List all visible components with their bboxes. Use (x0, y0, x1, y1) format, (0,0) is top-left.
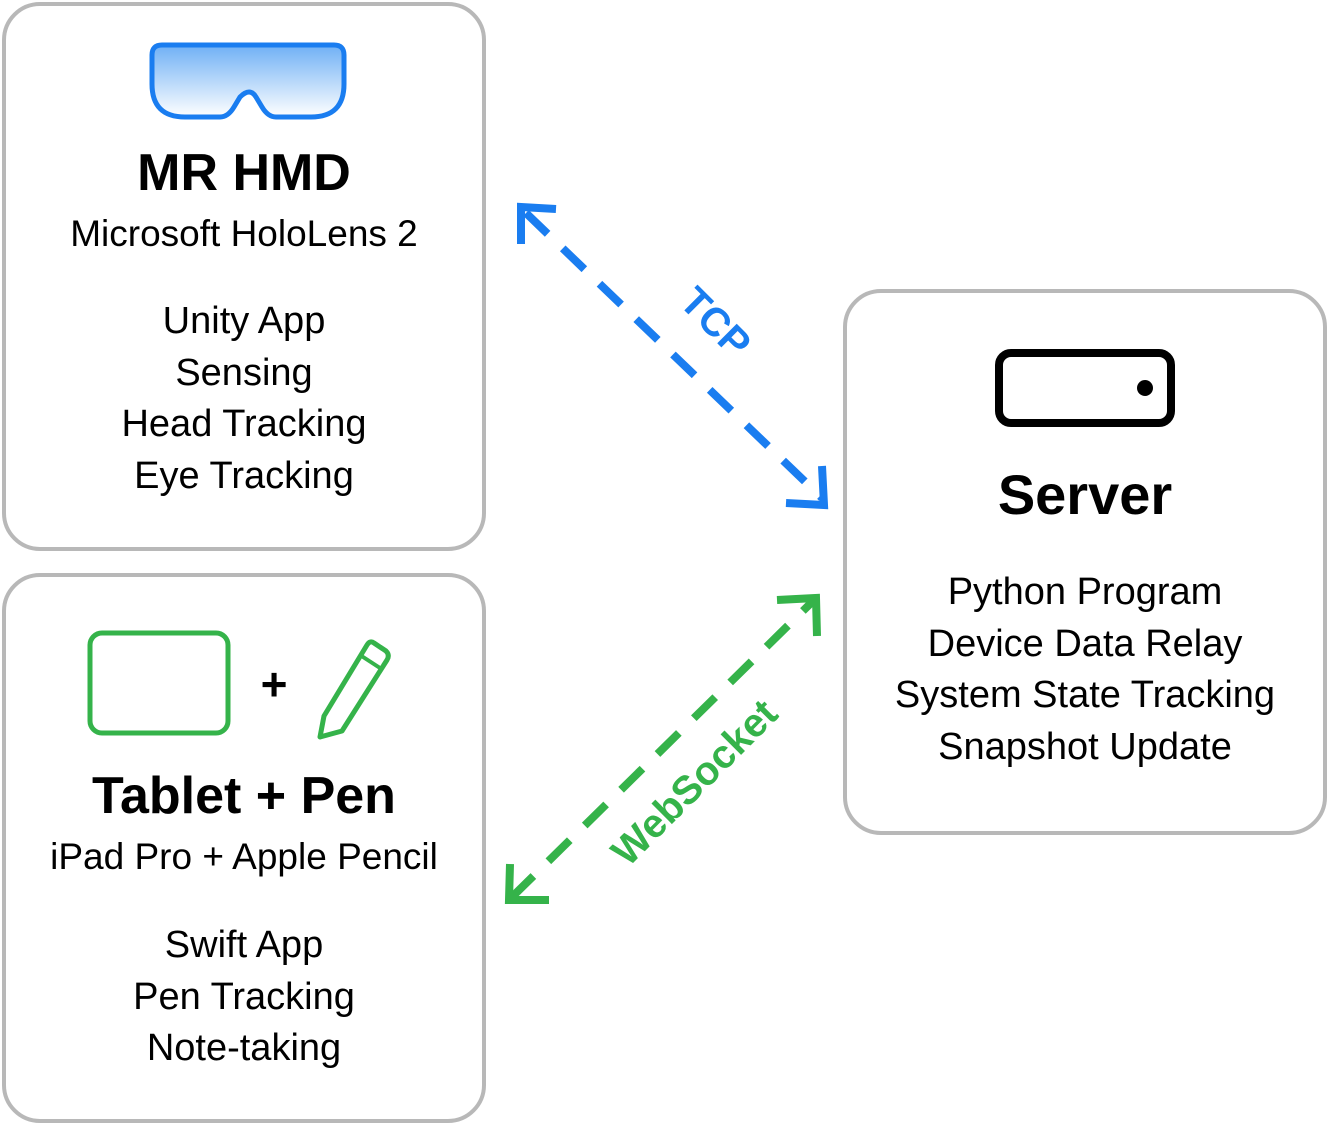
tablet-plus-sign: + (260, 658, 288, 710)
hmd-title: MR HMD (137, 144, 351, 202)
tcp-connection-arrow (517, 202, 829, 510)
hmd-feature: Sensing (175, 351, 313, 394)
server-box: Server Python Program Device Data Relay … (843, 289, 1327, 835)
server-icon (995, 349, 1175, 427)
tablet-subtitle: iPad Pro + Apple Pencil (50, 836, 438, 877)
pencil-icon (317, 639, 391, 740)
server-feature: Snapshot Update (938, 725, 1232, 768)
hmd-box: MR HMD Microsoft HoloLens 2 Unity App Se… (2, 2, 486, 551)
tcp-label: TCP (671, 279, 759, 367)
server-title: Server (997, 463, 1173, 526)
hmd-feature-list: Unity App Sensing Head Tracking Eye Trac… (6, 296, 482, 502)
server-feature: Device Data Relay (927, 622, 1243, 665)
server-feature: System State Tracking (894, 674, 1276, 716)
hmd-feature: Head Tracking (121, 403, 367, 445)
tablet-feature-list: Swift App Pen Tracking Note-taking (6, 920, 482, 1075)
tablet-icon (87, 630, 231, 736)
server-feature-list: Python Program Device Data Relay System … (847, 567, 1323, 773)
tablet-feature: Note-taking (146, 1027, 342, 1069)
hmd-subtitle: Microsoft HoloLens 2 (70, 213, 418, 254)
websocket-connection-arrow (504, 593, 821, 904)
hmd-feature: Unity App (162, 300, 326, 342)
server-feature: Python Program (947, 571, 1223, 613)
tablet-title: Tablet + Pen (92, 767, 396, 825)
hmd-feature: Eye Tracking (134, 454, 354, 497)
tablet-feature: Pen Tracking (133, 975, 355, 1018)
tablet-box: + Tablet + Pen iPad Pro + Apple Pencil S… (2, 573, 486, 1123)
tablet-feature: Swift App (164, 924, 324, 966)
mr-headset-icon (149, 42, 347, 120)
